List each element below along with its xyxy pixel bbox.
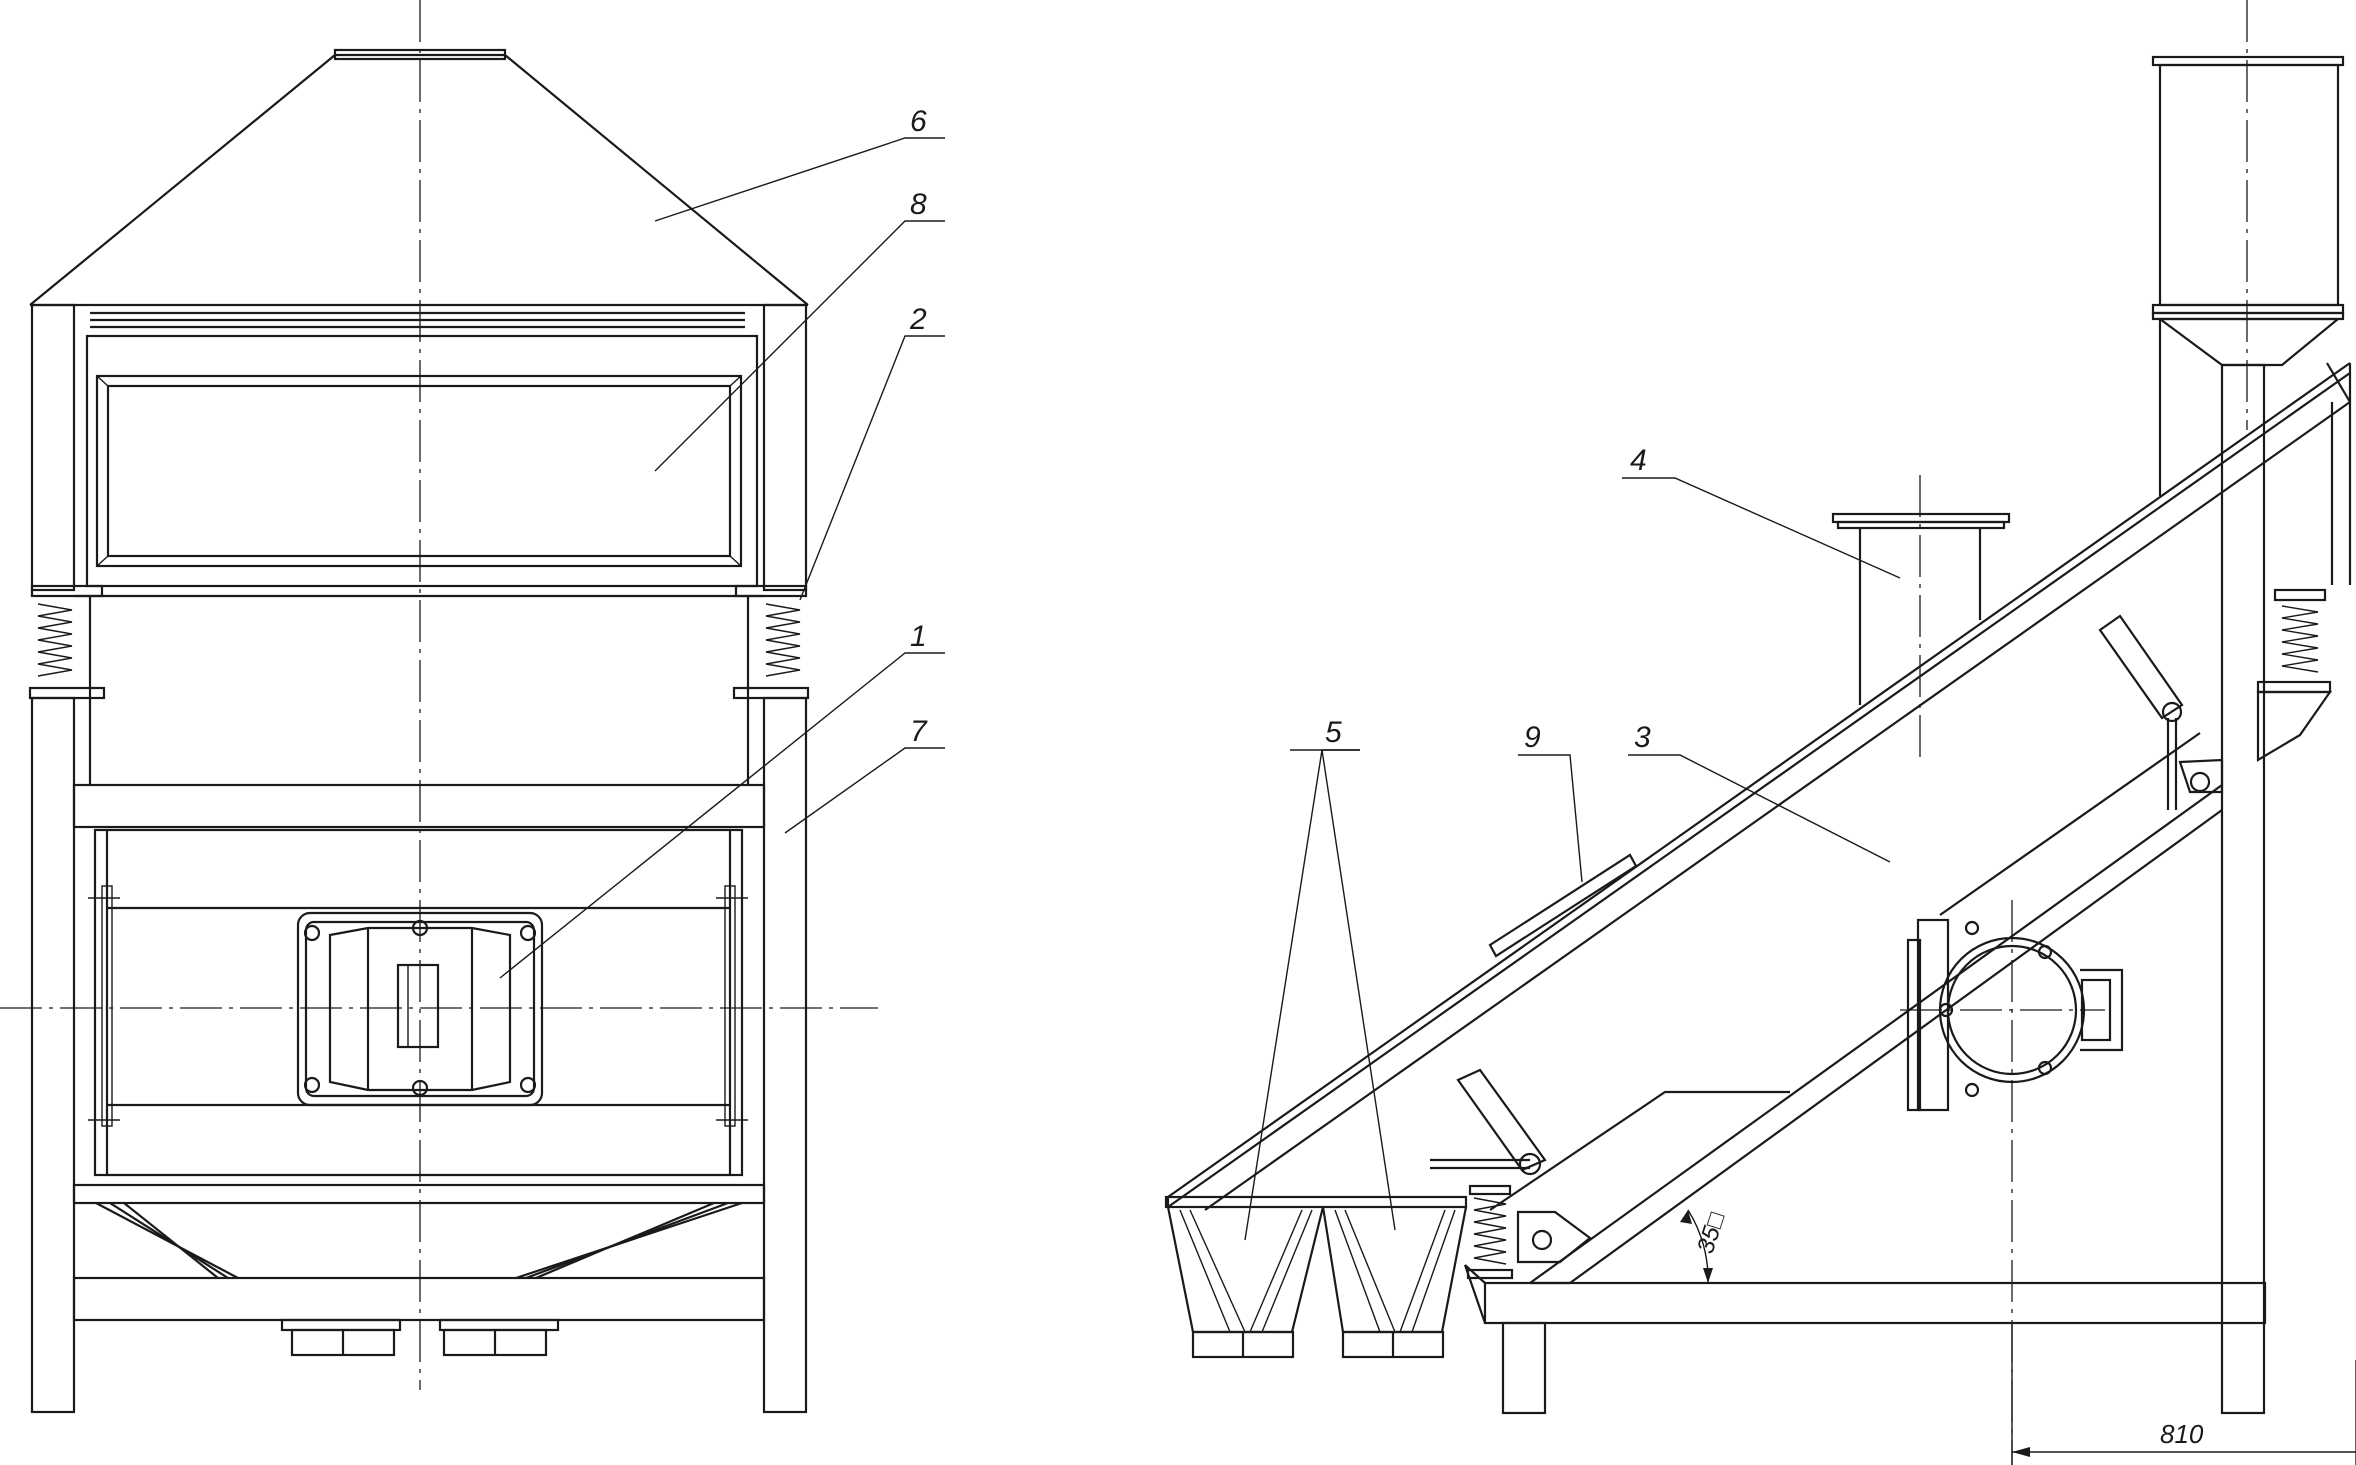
callout-5: 5: [1244, 716, 1396, 1241]
callout-3-label: 3: [1634, 721, 1651, 754]
sieve-trough: [1166, 362, 2352, 1211]
inlet-nozzle: [1831, 475, 2011, 760]
lower-lever: [1430, 1068, 1547, 1176]
side-vibrator-motor: [1900, 900, 2124, 1465]
callout-5-label: 5: [1325, 716, 1342, 749]
front-callouts: 6 8 2 1 7: [499, 105, 945, 979]
spring-left: [28, 584, 106, 700]
upper-lever: [2098, 614, 2224, 810]
callout-2-label: 2: [909, 303, 927, 336]
callout-9-label: 9: [1524, 721, 1541, 754]
callout-4: 4: [1622, 444, 1901, 579]
callout-8-label: 8: [910, 188, 927, 221]
callout-2: 2: [799, 303, 945, 601]
callout-6-label: 6: [910, 105, 927, 138]
callout-8: 8: [654, 188, 945, 472]
spring-lower: [1466, 1184, 1592, 1280]
angle-label: 35□: [1692, 1209, 1731, 1257]
callout-7: 7: [784, 715, 945, 834]
sieve-box: [88, 828, 748, 1177]
linear-dimension: 810: [2011, 1323, 2356, 1465]
callout-3: 3: [1628, 721, 1891, 863]
inspection-hatch: [1488, 853, 1638, 958]
dimension-label: 810: [2160, 1419, 2204, 1449]
callout-1: 1: [499, 620, 945, 979]
inlet-pipe: [2151, 0, 2345, 496]
spring-right-post: [2256, 588, 2333, 762]
angle-dimension: 35□: [1680, 1209, 1731, 1284]
callout-6: 6: [654, 105, 945, 222]
hood-cover: [29, 48, 809, 307]
window-panel: [85, 334, 759, 588]
callout-7-label: 7: [910, 715, 928, 748]
outlet-hoppers: [1164, 1195, 1468, 1359]
side-callouts: 4 5 9 3: [1244, 444, 1901, 1241]
callout-9: 9: [1518, 721, 1583, 883]
vibrator-motor: [296, 911, 544, 1107]
callout-1-label: 1: [910, 620, 927, 653]
front-view: [0, 0, 878, 1414]
side-view: 35□ 810: [1164, 0, 2356, 1465]
callout-4-label: 4: [1630, 444, 1647, 477]
spring-right: [732, 584, 810, 700]
